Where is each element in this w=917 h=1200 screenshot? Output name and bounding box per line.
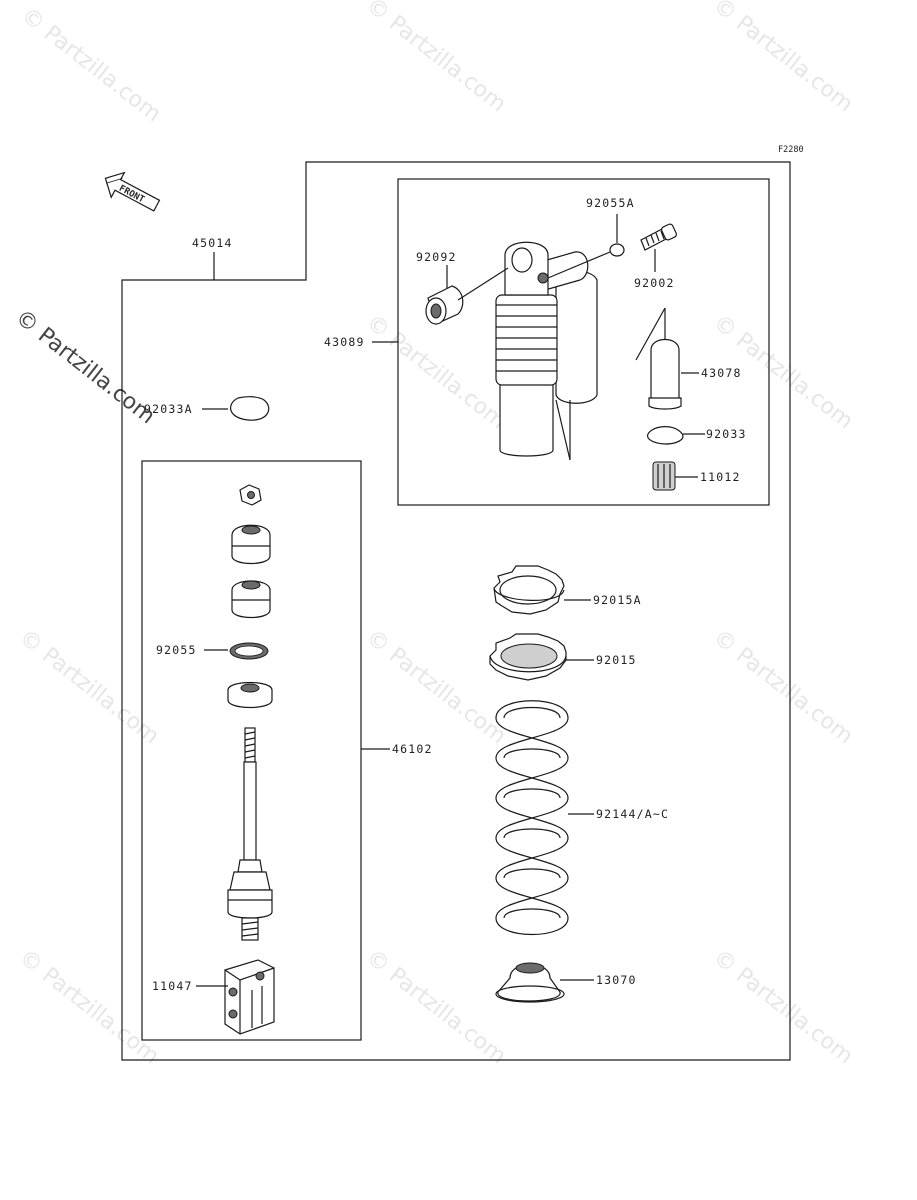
watermark: © Partzilla.com (14, 945, 163, 1069)
damper-rod-box (141, 460, 362, 1041)
part-label-43078: 43078 (701, 366, 742, 380)
part-label-92033A: 92033A (144, 402, 193, 416)
watermark: © Partzilla.com (708, 0, 857, 117)
watermark: © Partzilla.com (708, 945, 857, 1069)
watermark: © Partzilla.com (361, 310, 510, 434)
bolt-icon (640, 223, 678, 251)
watermark: © Partzilla.com (361, 0, 510, 117)
part-label-92055: 92055 (156, 643, 197, 657)
o-ring-small-icon (609, 243, 625, 257)
watermark: © Partzilla.com (361, 945, 510, 1069)
part-label-92002: 92002 (634, 276, 675, 290)
watermark-dark: © Partzilla.com (10, 305, 159, 429)
valve-cap-icon (648, 338, 682, 410)
spring-assembly-drawing (489, 565, 569, 1003)
watermarks: © Partzilla.com © Partzilla.com © Partzi… (14, 0, 857, 1069)
part-label-92015: 92015 (596, 653, 637, 667)
circlip-icon (646, 426, 684, 445)
watermark: © Partzilla.com (14, 625, 163, 749)
clevis-icon (224, 959, 275, 1035)
damper-rod-drawing (224, 484, 275, 1035)
part-label-92015A: 92015A (593, 593, 642, 607)
front-arrow-icon: FRONT (104, 171, 161, 212)
part-label-45014: 45014 (192, 236, 233, 250)
part-label-11012: 11012 (700, 470, 741, 484)
part-label-46102: 46102 (392, 742, 433, 756)
shock-body-drawing (425, 214, 705, 491)
main-assembly-outline (121, 161, 791, 1061)
part-label-43089: 43089 (324, 335, 365, 349)
watermark: © Partzilla.com (708, 625, 857, 749)
watermark: © Partzilla.com (361, 625, 510, 749)
part-label-92055A: 92055A (586, 196, 635, 210)
circlip-large-icon (230, 396, 270, 421)
part-label-92092: 92092 (416, 250, 457, 264)
valve-icon (652, 461, 676, 491)
part-label-92144: 92144/A~C (596, 807, 669, 821)
part-label-13070: 13070 (596, 973, 637, 987)
figure-code: F2280 (778, 145, 804, 155)
part-label-92033: 92033 (706, 427, 747, 441)
part-label-11047: 11047 (152, 979, 193, 993)
watermark: © Partzilla.com (16, 3, 165, 127)
bushing-icon (425, 285, 464, 325)
